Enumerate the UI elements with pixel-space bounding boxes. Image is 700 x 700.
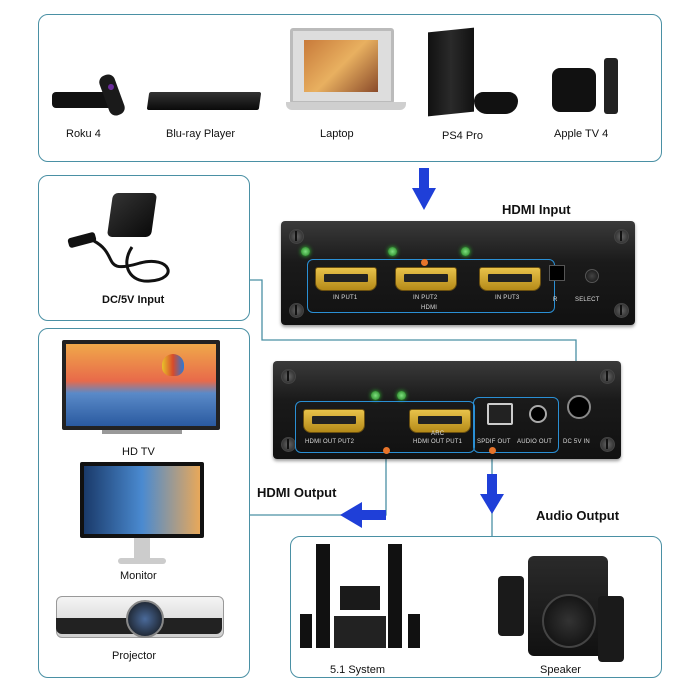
hdmi-input3-port xyxy=(479,267,541,291)
hdmi-output1-port xyxy=(409,409,471,433)
ps4-label: PS4 Pro xyxy=(442,130,483,142)
hdmi-input1-port xyxy=(315,267,377,291)
bluray-device xyxy=(146,88,262,114)
dc-label: DC 5V IN xyxy=(563,439,590,445)
monitor-label: Monitor xyxy=(120,570,157,582)
led-input3 xyxy=(461,247,470,256)
ps4-device xyxy=(424,24,520,120)
audio-output-highlight xyxy=(473,397,559,453)
led-output1 xyxy=(371,391,380,400)
led-input1 xyxy=(301,247,310,256)
dc-jack xyxy=(567,395,591,419)
input3-label: IN PUT3 xyxy=(495,295,520,301)
hdmi-input-heading: HDMI Input xyxy=(502,202,571,217)
speaker-label: Speaker xyxy=(540,664,581,676)
power-label: DC/5V Input xyxy=(102,294,165,306)
audio-jack xyxy=(529,405,547,423)
hdmi-output-heading: HDMI Output xyxy=(257,485,337,500)
power-adapter xyxy=(60,185,190,285)
output1-label: HDMI OUT PUT1 xyxy=(413,439,463,445)
spdif-label: SPDIF OUT xyxy=(477,439,511,445)
led-input2 xyxy=(388,247,397,256)
led-output2 xyxy=(397,391,406,400)
projector-label: Projector xyxy=(112,650,157,662)
laptop-label: Laptop xyxy=(320,128,354,140)
output2-label: HDMI OUT PUT2 xyxy=(305,439,355,445)
audio-output-heading: Audio Output xyxy=(536,508,620,523)
switch-back-panel: HDMI OUT PUT2 ARC HDMI OUT PUT1 SPDIF OU… xyxy=(273,361,621,459)
ir-label: R xyxy=(553,297,558,303)
hdmi-output2-port xyxy=(303,409,365,433)
ir-receiver xyxy=(549,265,565,281)
appletv-device xyxy=(552,58,632,118)
speaker-device xyxy=(498,556,628,668)
appletv-label: Apple TV 4 xyxy=(554,128,609,140)
surround-system-device xyxy=(296,540,436,658)
select-label: SELECT xyxy=(575,297,600,303)
input2-label: IN PUT2 xyxy=(413,295,438,301)
input1-label: IN PUT1 xyxy=(333,295,358,301)
projector-device xyxy=(56,588,226,644)
spdif-port xyxy=(487,403,513,425)
surround-system-label: 5.1 System xyxy=(330,664,386,676)
switch-front-panel: IN PUT1 IN PUT2 IN PUT3 HDMI R SELECT xyxy=(281,221,635,325)
monitor-device xyxy=(80,462,206,568)
roku-device xyxy=(48,70,138,120)
hdtv-label: HD TV xyxy=(122,446,155,458)
hdmi-group-label: HDMI xyxy=(421,305,438,311)
select-button[interactable] xyxy=(585,269,599,283)
roku-label: Roku 4 xyxy=(66,128,101,140)
audio-out-label: AUDIO OUT xyxy=(517,439,553,445)
arc-label: ARC xyxy=(431,431,445,437)
hdmi-input-highlight xyxy=(307,259,555,313)
bluray-label: Blu-ray Player xyxy=(166,128,236,140)
hdtv-device xyxy=(62,340,222,440)
laptop-device xyxy=(286,28,406,116)
hdmi-input2-port xyxy=(395,267,457,291)
